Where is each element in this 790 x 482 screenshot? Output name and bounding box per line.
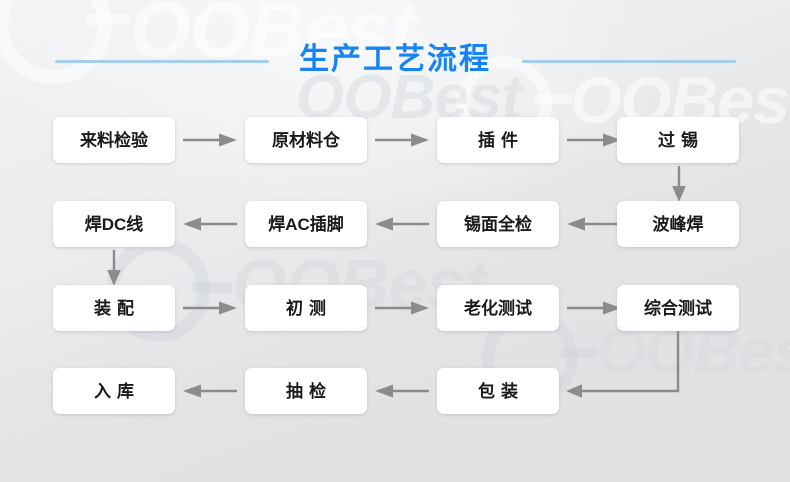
arrow-right [567,301,621,315]
flow-node-label: 包装 [478,381,524,401]
page-title-block: 生产工艺流程 [0,40,790,84]
watermark-dash [534,94,572,104]
arrow-right [183,301,237,315]
flow-node-packing[interactable]: 包装 [437,368,559,414]
flow-node-solder-ac-pin[interactable]: 焊AC插脚 [245,201,367,247]
arrow-down-solder-dc-to-assembly [106,250,122,286]
arrow-left [183,217,237,231]
arrow-right [567,133,621,147]
flow-node-solder-surface-inspection[interactable]: 锡面全检 [437,201,559,247]
flow-node-warehousing[interactable]: 入库 [53,368,175,414]
flow-node-aging-test[interactable]: 老化测试 [437,285,559,331]
watermark-dash [560,348,598,358]
flow-node-label: 装配 [94,298,140,318]
flow-node-label: 焊DC线 [84,214,144,234]
arrow-right [375,133,429,147]
flow-node-solder-dc-wire[interactable]: 焊DC线 [53,201,175,247]
flow-node-label: 老化测试 [464,298,532,318]
arrow-left [375,384,429,398]
flow-node-assembly[interactable]: 装配 [53,285,175,331]
flow-node-label: 抽检 [286,381,332,401]
flow-node-incoming-inspection[interactable]: 来料检验 [53,117,175,163]
watermark-dash [86,14,130,25]
flow-node-label: 初测 [286,298,332,318]
arrow-right [375,301,429,315]
title-rule-right [522,60,736,63]
flow-node-insertion[interactable]: 插件 [437,117,559,163]
arrow-right [183,133,237,147]
arrow-left [183,384,237,398]
flow-node-label: 插件 [478,130,524,150]
flow-node-comprehensive-test[interactable]: 综合测试 [617,285,739,331]
flow-node-raw-material-warehouse[interactable]: 原材料仓 [245,117,367,163]
flow-node-initial-test[interactable]: 初测 [245,285,367,331]
flow-node-label: 原材料仓 [272,130,340,150]
watermark-dash [192,282,232,293]
arrow-left [375,217,429,231]
flow-node-label: 焊AC插脚 [268,214,344,234]
flow-node-label: 锡面全检 [464,214,532,234]
arrow-down-tinning-to-wave-solder [671,166,687,202]
flow-node-tinning[interactable]: 过锡 [617,117,739,163]
flow-node-sampling-inspection[interactable]: 抽检 [245,368,367,414]
arrow-elbow-comprehensive-test-to-packing [560,330,690,405]
flow-node-label: 来料检验 [80,130,148,150]
page-title: 生产工艺流程 [299,43,491,76]
arrow-left [567,217,621,231]
flow-node-wave-soldering[interactable]: 波峰焊 [617,201,739,247]
flow-node-label: 波峰焊 [652,214,704,234]
title-rule-left [55,60,269,63]
flow-node-label: 过锡 [658,130,704,150]
flow-node-label: 入库 [94,381,140,401]
flow-node-label: 综合测试 [644,298,712,318]
